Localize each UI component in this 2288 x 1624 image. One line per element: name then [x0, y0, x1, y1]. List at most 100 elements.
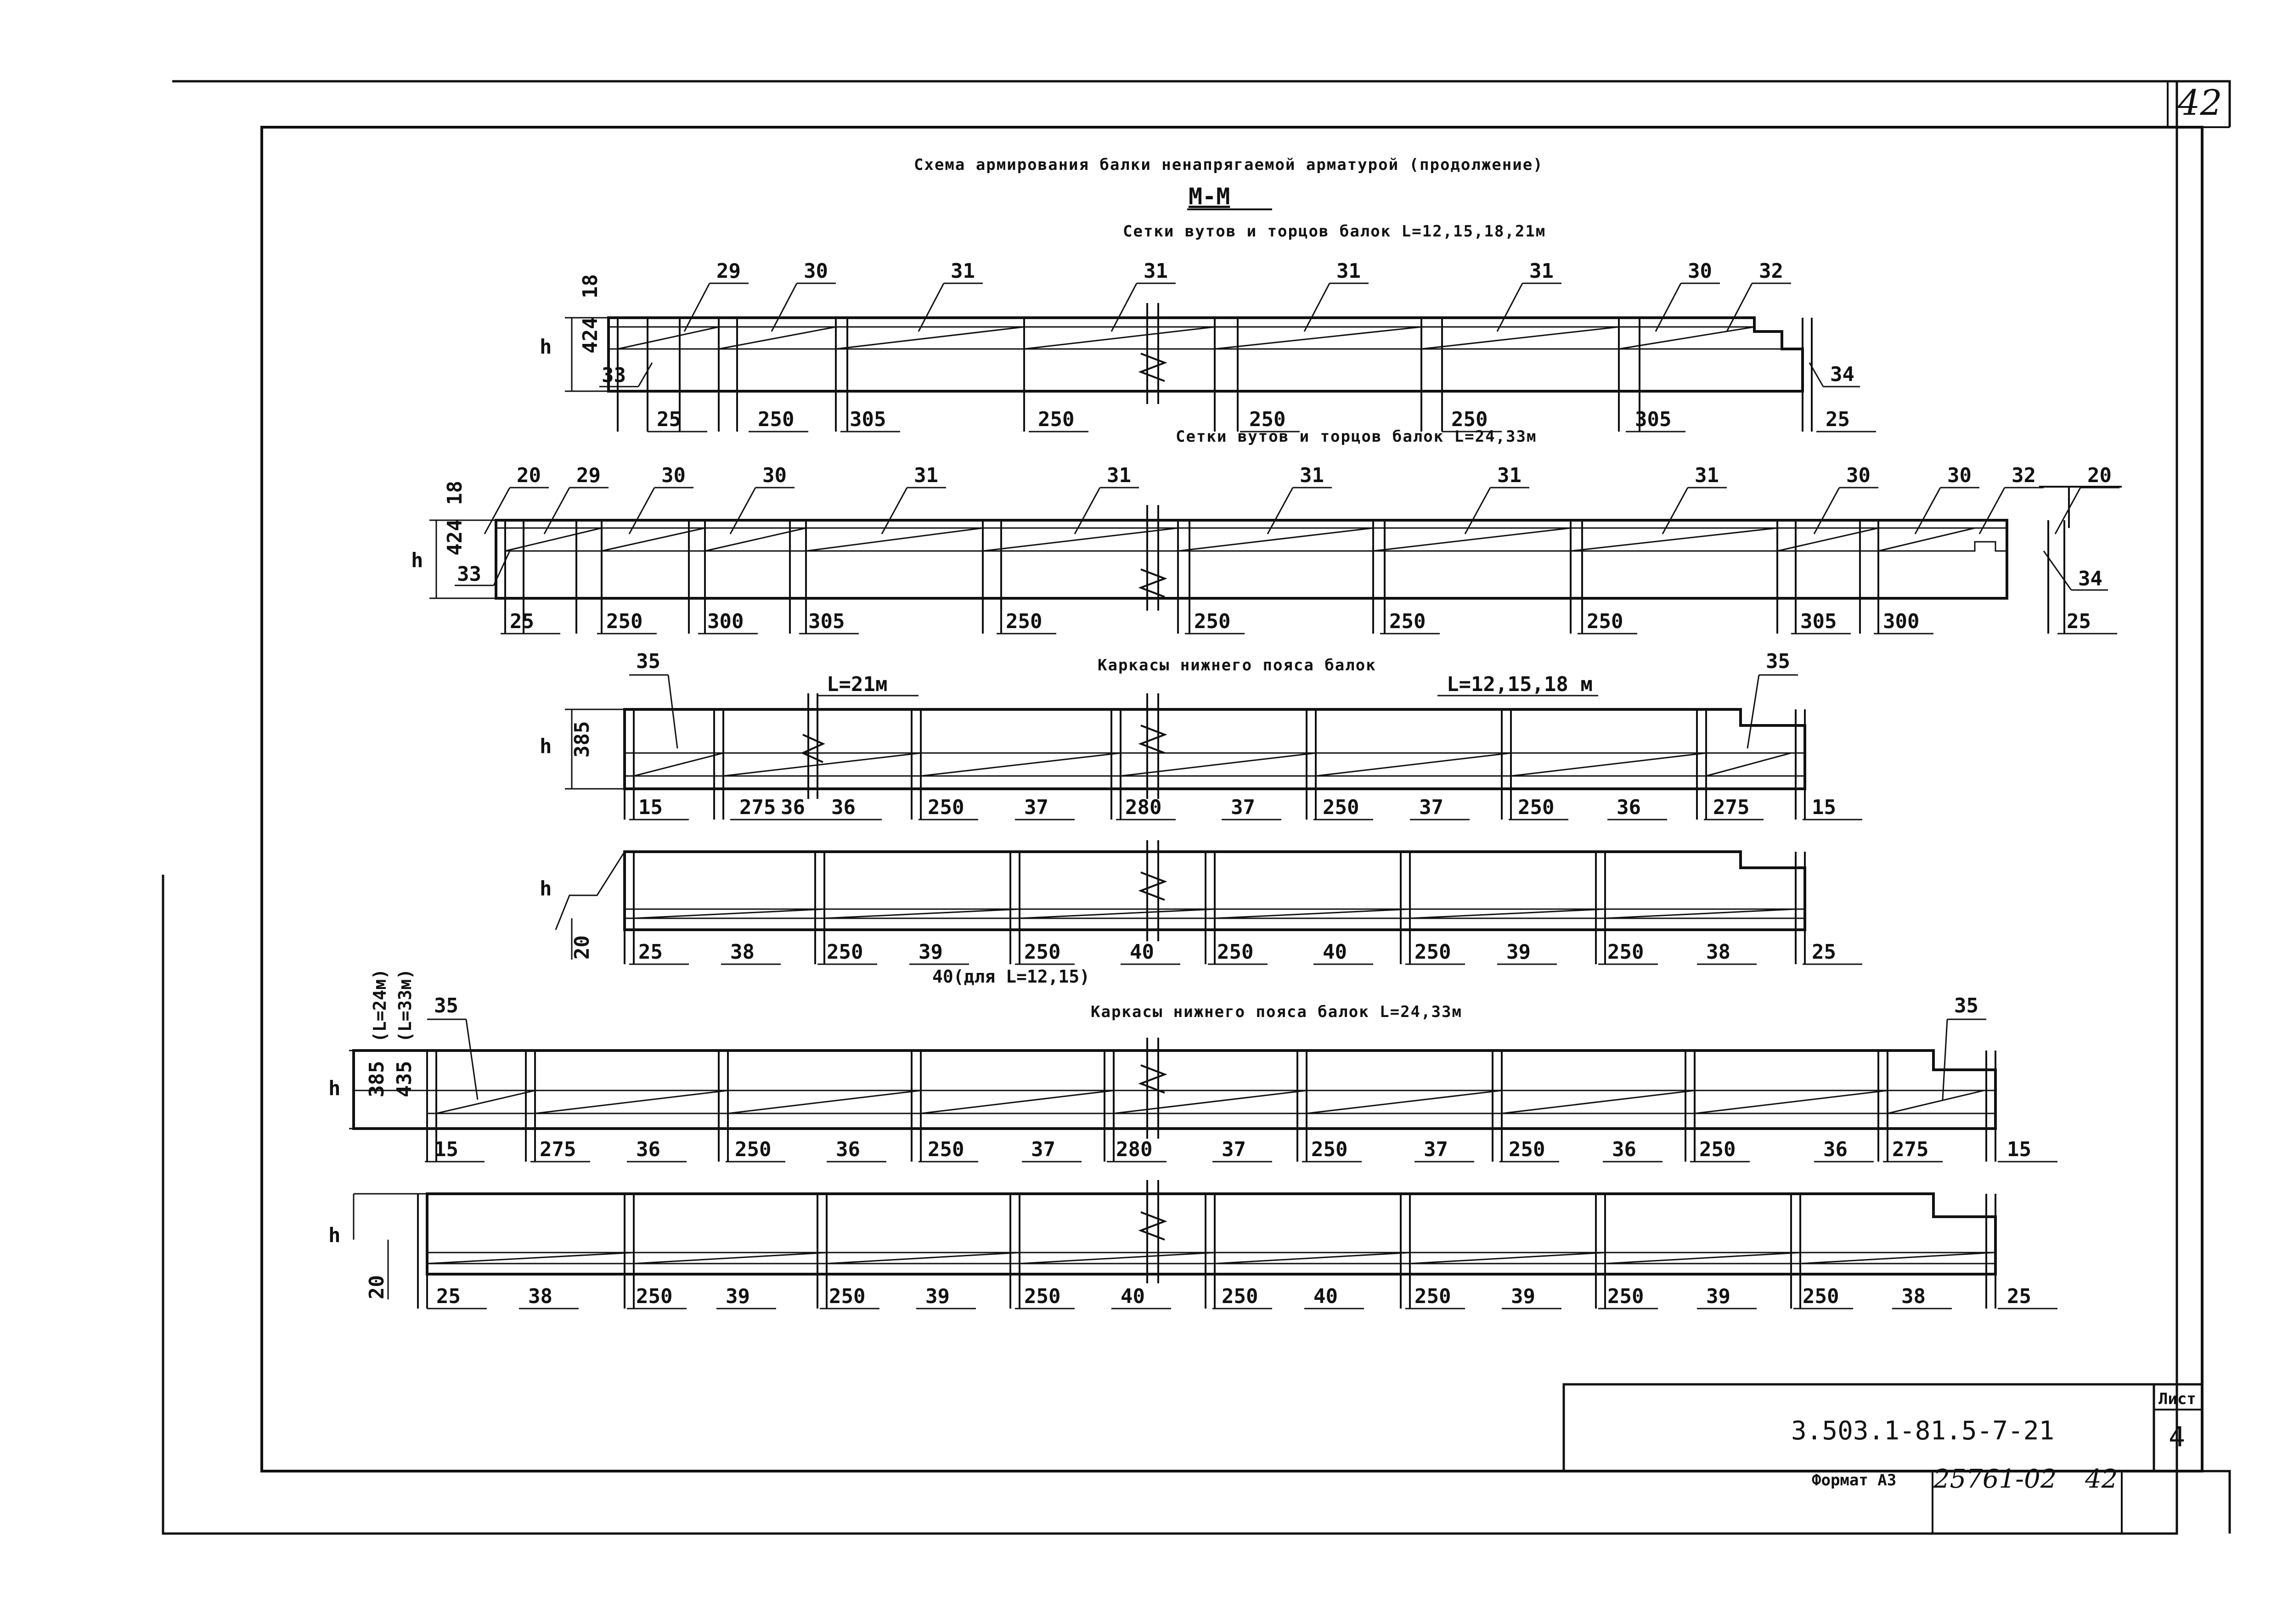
- p2-callout-leader: [484, 487, 511, 534]
- panel-1-callout-34: 34: [1830, 363, 1854, 386]
- p2-callout-leader: [543, 487, 570, 534]
- p2-top-callout: 30: [661, 464, 686, 487]
- panel-1-h-label: h: [540, 335, 552, 359]
- archive-page: 42: [2085, 1464, 2118, 1494]
- p4-lacing-bar: [1409, 908, 1606, 919]
- panel-3-caption: Каркасы нижнего пояса балок: [1098, 656, 1376, 674]
- p6-bottom-dim: 38: [528, 1285, 552, 1308]
- p6-bottom-dim: 38: [1901, 1285, 1926, 1308]
- p6-bottom-dim: 250: [1803, 1285, 1839, 1308]
- p4-bottom-dim: 40: [1130, 940, 1154, 964]
- p1-callout-leader: [1496, 283, 1523, 332]
- p2-top-callout: 31: [1497, 464, 1522, 487]
- p3-lacing-bar: [920, 752, 1121, 777]
- p3-bottom-dim: 250: [928, 796, 964, 819]
- p5-lacing-bar: [727, 1090, 921, 1114]
- p6-bottom-dim: 250: [1024, 1285, 1060, 1308]
- p4-bottom-dim: 250: [1024, 940, 1060, 964]
- p3-bottom-dim: 37: [1024, 796, 1048, 819]
- panel-2-vdim-424: 424: [443, 519, 467, 556]
- p5-lacing-bar: [1501, 1090, 1695, 1114]
- p1-lacing-bar: [1421, 326, 1619, 350]
- p5-bottom-dim: 280: [1116, 1138, 1152, 1161]
- p2-lacing-bar: [1777, 527, 1879, 552]
- p6-lacing-bar: [1214, 1252, 1410, 1264]
- p2-callout-leader: [1813, 487, 1840, 534]
- p2-callout-leader: [1074, 487, 1101, 534]
- p3-bottom-dim: 15: [1812, 796, 1836, 819]
- p5-bottom-dim: 37: [1222, 1138, 1246, 1161]
- p3-lacing-bar: [633, 752, 724, 777]
- p2-top-callout: 20: [2087, 464, 2112, 487]
- panel-3-callout-35-right: 35: [1766, 650, 1790, 673]
- p6-bottom-dim: 25: [2007, 1285, 2031, 1308]
- p2-bottom-dim: 250: [606, 610, 642, 633]
- p2-top-callout: 29: [576, 464, 601, 487]
- p2-top-callout: 31: [1695, 464, 1719, 487]
- p3-lacing-bar: [1706, 752, 1792, 777]
- p5-bottom-dim: 275: [1892, 1138, 1928, 1161]
- title-block-sheet-value: 4: [2169, 1421, 2185, 1453]
- panel-3-note-l21: L=21м: [827, 673, 887, 696]
- p1-callout-leader: [683, 283, 710, 332]
- p1-top-callout: 29: [716, 259, 741, 283]
- p2-callout-leader: [2054, 487, 2081, 534]
- panel-5-callout-35-left: 35: [434, 994, 458, 1017]
- p3-lacing-bar: [723, 752, 921, 777]
- p5-lacing-bar: [1113, 1090, 1307, 1114]
- title-block-doc-code: 3.503.1-81.5-7-21: [1791, 1416, 2054, 1446]
- p2-bottom-dim: 25: [2067, 610, 2091, 633]
- p1-callout-leader: [771, 283, 798, 332]
- p4-bottom-dim: 25: [638, 940, 663, 964]
- p2-callout-leader: [628, 487, 655, 534]
- p4-bottom-dim: 38: [1706, 940, 1730, 964]
- p2-callout-leader: [729, 487, 756, 534]
- p3-bottom-dim: 275: [739, 796, 776, 819]
- p2-top-callout: 30: [1846, 464, 1871, 487]
- p5-lacing-bar: [1306, 1090, 1502, 1114]
- panel-6-h-label: h: [328, 1224, 341, 1247]
- p1-lacing-bar: [1618, 326, 1755, 350]
- p5-bottom-dim: 36: [836, 1138, 860, 1161]
- p1-bottom-dim: 250: [1249, 408, 1285, 431]
- p5-lacing-bar: [436, 1090, 535, 1114]
- p4-lacing-bar: [1214, 908, 1410, 919]
- p3-bottom-dim: 37: [1419, 796, 1443, 819]
- p3-bottom-dim: 36: [831, 796, 856, 819]
- p5-bottom-dim: 250: [928, 1138, 964, 1161]
- p5-lacing-bar: [535, 1090, 728, 1114]
- p2-top-callout: 31: [1107, 464, 1131, 487]
- panel-1-mesh-12-21: Сетки вутов и торцов балок L=12,15,18,21…: [540, 222, 1876, 433]
- p1-callout-leader: [918, 283, 945, 332]
- p1-bottom-dim: 250: [758, 408, 794, 431]
- p1-bottom-dim: 305: [1635, 408, 1671, 431]
- p3-bottom-dim: 250: [1323, 796, 1359, 819]
- title-block: 3.503.1-81.5-7-21 Лист 4 Формат А3 25761…: [1562, 1383, 2203, 1494]
- p1-top-callout: 31: [1144, 259, 1168, 283]
- p1-callout-leader: [1726, 283, 1753, 332]
- panel-5-vdim-435: 435: [393, 1061, 416, 1097]
- p5-bottom-dim: 250: [1509, 1138, 1545, 1161]
- p6-bottom-dim: 250: [1222, 1285, 1258, 1308]
- p3-lacing-bar: [1120, 752, 1316, 777]
- p2-callout-leader: [1464, 487, 1491, 534]
- panel-5-vdim-385: 385: [365, 1061, 389, 1097]
- p4-bottom-dim: 40: [1323, 940, 1347, 964]
- p6-lacing-bar: [1409, 1252, 1606, 1264]
- panel-3-bottom-cage-12-21: Каркасы нижнего пояса балок L=21м L=12,1…: [540, 650, 1862, 820]
- panel-2-vdim-18: 18: [443, 481, 467, 505]
- p4-bottom-dim: 250: [1217, 940, 1253, 964]
- p6-lacing-bar: [1605, 1252, 1801, 1264]
- p2-bottom-dim: 305: [1800, 610, 1837, 633]
- sheet-corner-number: 42: [2177, 82, 2222, 123]
- p3-bottom-dim: 280: [1125, 796, 1161, 819]
- p6-lacing-bar: [633, 1252, 827, 1264]
- panel-3-vdim-385: 385: [570, 721, 594, 758]
- p4-bottom-dim: 25: [1812, 940, 1836, 964]
- p2-bottom-dim: 25: [510, 610, 534, 633]
- p6-bottom-dim: 40: [1313, 1285, 1338, 1308]
- panel-1-vdim-18: 18: [579, 274, 602, 298]
